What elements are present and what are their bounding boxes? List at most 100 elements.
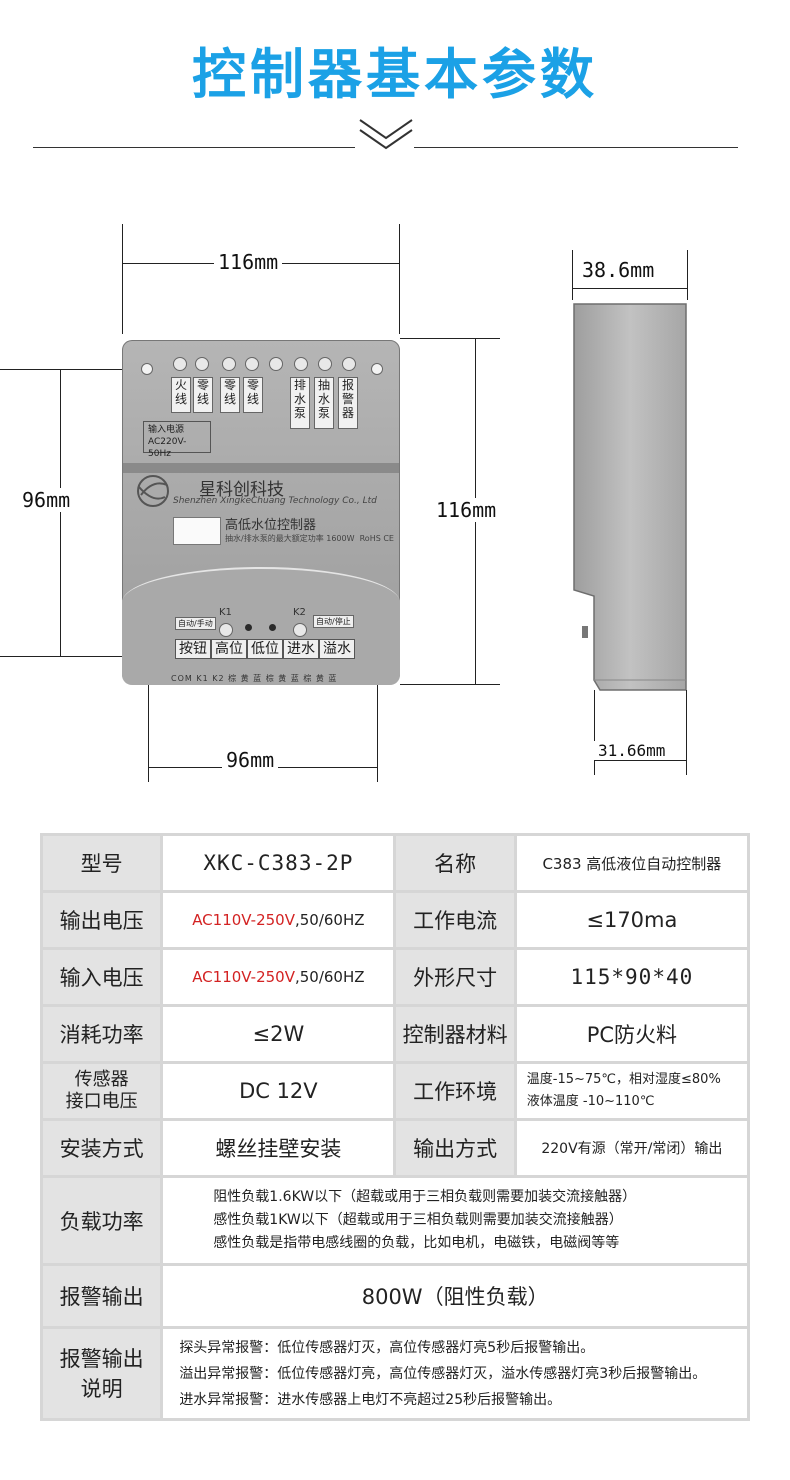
material-label: 控制器材料 [393,1004,517,1064]
dim-bottom-right-ext [377,656,378,782]
dim-front-height-right: 116mm [432,498,501,522]
page-title: 控制器基本参数 [192,43,598,106]
terminal-screw [269,357,283,371]
dim-front-width-top: 116mm [214,250,283,274]
k1-mode-note: 自动/手动 [175,617,216,630]
k1-label: K1 [219,607,232,618]
output-mode-value: 220V有源（常开/常闭）输出 [513,1118,751,1178]
table-row: 消耗功率 ≤2W 控制器材料 PC防火料 [39,1004,751,1064]
out-voltage-label: 输出电压 [39,890,164,950]
work-current-value: ≤170ma [513,890,751,950]
table-row: 型号 XKC-C383-2P 名称 C383 高低液位自动控制器 [39,833,751,893]
dim-side-width-top: 38.6mm [578,258,659,282]
bottom-label: 低位 [247,639,283,659]
bottom-label: 按钮 [175,639,211,659]
dim-side-right-ext [687,250,688,300]
terminal-screw [173,357,187,371]
bottom-terminal-text: COM K1 K2 棕 黄 蓝 棕 黄 蓝 棕 黄 蓝 [171,674,338,683]
table-row: 报警输出说明 探头异常报警：低位传感器灯灭，高位传感器灯亮5秒后报警输出。 溢出… [39,1326,750,1421]
terminal-label: 火线 [171,377,191,413]
sensor-value: DC 12V [160,1061,397,1121]
name-value: C383 高低液位自动控制器 [513,833,751,893]
terminal-screw [222,357,236,371]
terminal-label: 排水泵 [290,377,310,429]
work-current-label: 工作电流 [393,890,517,950]
env-label: 工作环境 [393,1061,517,1121]
k2-mode-note: 自动/停止 [313,615,354,628]
name-label: 名称 [393,833,517,893]
title-divider-right [414,147,738,148]
terminal-screw [195,357,209,371]
k2-button [293,623,307,637]
input-power-spec: AC220V-50Hz [148,437,187,459]
mount-hole-top-right [371,363,383,375]
dim-right-ext-bottom [400,684,500,685]
alarm-desc-value: 探头异常报警：低位传感器灯灭，高位传感器灯亮5秒后报警输出。 溢出异常报警：低位… [160,1326,750,1421]
load-value: 阻性负载1.6KW以下（超载或用于三相负载则需要加装交流接触器） 感性负载1KW… [160,1175,750,1266]
terminal-screw [245,357,259,371]
dim-side-top-line [572,288,688,289]
spec-table: 型号 XKC-C383-2P 名称 C383 高低液位自动控制器 输出电压 AC… [39,833,751,1421]
terminal-label: 零线 [243,377,263,413]
power-label: 消耗功率 [39,1004,164,1064]
in-voltage-value: AC110V-250V,50/60HZ [160,947,397,1007]
terminal-screw [318,357,332,371]
dim-right-ext-top [400,338,500,339]
controller-side-view [573,303,687,691]
alarm-desc-label: 报警输出说明 [39,1326,164,1421]
model-subtitle: 抽水/排水泵的最大额定功率 1600W RoHS CE [225,534,394,543]
bottom-label: 高位 [211,639,247,659]
terminal-label: 报警器 [338,377,358,429]
terminal-label: 零线 [193,377,213,413]
input-power-box: 输入电源 AC220V-50Hz [143,421,211,459]
dim-left-line [60,369,61,657]
brand-logo-icon [137,475,169,507]
dim-side-bottom-left-ext [594,690,595,775]
controller-front-view: 火线 零线 零线 零线 排水泵 抽水泵 报警器 输入电源 AC220V-50Hz… [122,340,400,685]
led-indicator [245,624,252,631]
dim-side-width-bottom: 31.66mm [594,741,670,760]
install-value: 螺丝挂壁安装 [160,1118,397,1178]
chevron-down-icon [359,119,413,150]
dim-side-bottom-line [594,760,687,761]
size-value: 115*90*40 [513,947,751,1007]
mount-hole-top-left [141,363,153,375]
terminal-label: 抽水泵 [314,377,334,429]
bottom-label: 溢水 [319,639,355,659]
brand-name: 星科创科技 [199,480,284,500]
alarm-out-value: 800W（阻性负载） [160,1263,750,1329]
k1-button [219,623,233,637]
dim-top-right-ext [399,224,400,334]
alarm-out-label: 报警输出 [39,1263,164,1329]
dim-front-width-bottom: 96mm [222,748,279,772]
in-voltage-label: 输入电压 [39,947,164,1007]
out-voltage-value: AC110V-250V,50/60HZ [160,890,397,950]
dim-top-left-ext [122,224,123,334]
brand-name-en: Shenzhen XingkeChuang Technology Co., Lt… [173,496,377,506]
input-power-label: 输入电源 [148,425,185,435]
table-row: 传感器接口电压 DC 12V 工作环境 温度-15~75℃，相对湿度≤80%液体… [39,1061,751,1121]
install-label: 安装方式 [39,1118,164,1178]
sensor-label: 传感器接口电压 [39,1061,164,1121]
model-label-box [173,517,221,545]
terminal-screw [342,357,356,371]
output-mode-label: 输出方式 [393,1118,517,1178]
led-indicator [269,624,276,631]
size-label: 外形尺寸 [393,947,517,1007]
load-label: 负载功率 [39,1175,164,1266]
dim-left-ext-bottom [0,656,148,657]
table-row: 输入电压 AC110V-250V,50/60HZ 外形尺寸 115*90*40 [39,947,751,1007]
dim-front-height-left: 96mm [18,488,75,512]
k2-label: K2 [293,607,306,618]
material-value: PC防火料 [513,1004,751,1064]
model-name: 高低水位控制器 [225,518,317,533]
device-stripe [123,463,399,473]
table-row: 负载功率 阻性负载1.6KW以下（超载或用于三相负载则需要加装交流接触器） 感性… [39,1175,750,1266]
model-value: XKC-C383-2P [160,833,397,893]
power-value: ≤2W [160,1004,397,1064]
env-value: 温度-15~75℃，相对湿度≤80%液体温度 -10~110℃ [513,1061,751,1121]
title-divider-left [33,147,355,148]
terminal-screw [294,357,308,371]
dim-left-ext-top [0,369,148,370]
cert-marks: RoHS CE [359,534,394,543]
